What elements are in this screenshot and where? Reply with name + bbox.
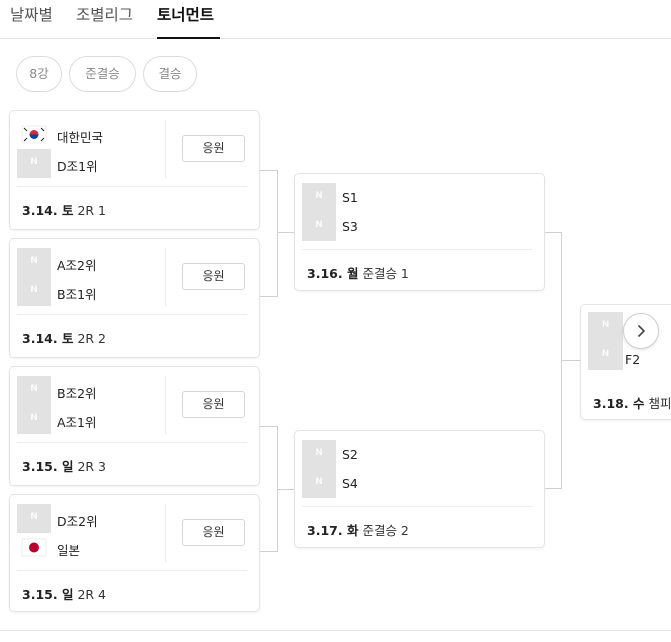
placeholder-flag-icon: N (302, 469, 336, 498)
bracket-connector (260, 426, 278, 552)
placeholder-flag-icon: N (302, 183, 336, 212)
match-card-sf2[interactable]: N S2 N S4 3.17. 화 준결승 2 (294, 430, 545, 548)
cheer-button[interactable]: 응원 (182, 391, 245, 418)
match-card-qf2[interactable]: N A조2위 N B조1위 응원 3.14. 토 2R 2 (9, 238, 260, 358)
korea-flag-icon (17, 120, 51, 149)
match-date: 3.17. 화 준결승 2 (307, 523, 409, 538)
team-name: D조2위 (57, 514, 98, 529)
match-card-qf3[interactable]: N B조2위 N A조1위 응원 3.15. 일 2R 3 (9, 366, 260, 486)
match-card-qf1[interactable]: 대한민국 N D조1위 응원 3.14. 토 2R 1 (9, 110, 260, 230)
match-date: 3.15. 일 2R 4 (22, 587, 107, 602)
filter-quarterfinal[interactable]: 8강 (16, 56, 62, 92)
team-name: S1 (342, 190, 358, 205)
match-card-sf1[interactable]: N S1 N S3 3.16. 월 준결승 1 (294, 173, 545, 291)
match-date: 3.15. 일 2R 3 (22, 459, 107, 474)
divider (17, 570, 247, 571)
bracket-connector (277, 489, 294, 490)
chevron-right-icon (637, 324, 646, 338)
placeholder-flag-icon: N (17, 149, 51, 178)
placeholder-flag-icon: N (588, 341, 623, 370)
filter-final[interactable]: 결승 (143, 56, 197, 92)
match-card-final[interactable]: N N F2 3.18. 수 챔피 (580, 304, 671, 420)
team-name: B조1위 (57, 287, 97, 302)
team-name: A조1위 (57, 415, 97, 430)
placeholder-flag-icon: N (17, 277, 51, 306)
tab-group-league[interactable]: 조별리그 (76, 6, 134, 24)
match-date: 3.14. 토 2R 2 (22, 331, 107, 346)
match-date: 3.16. 월 준결승 1 (307, 266, 409, 281)
tab-tournament[interactable]: 토너먼트 (157, 4, 220, 39)
divider (165, 504, 166, 562)
divider (17, 442, 247, 443)
divider (165, 376, 166, 434)
bracket-connector (545, 232, 562, 489)
tab-bar: 날짜별 조별리그 토너먼트 (0, 0, 671, 39)
placeholder-flag-icon: N (302, 440, 336, 469)
bracket-connector (561, 360, 580, 361)
team-name: F2 (625, 352, 641, 367)
divider (302, 249, 532, 250)
team-name: B조2위 (57, 386, 97, 401)
placeholder-flag-icon: N (17, 248, 51, 277)
team-name: 대한민국 (57, 130, 104, 145)
divider (165, 248, 166, 306)
team-name: A조2위 (57, 258, 97, 273)
filter-semifinal[interactable]: 준결승 (69, 56, 136, 92)
match-date: 3.18. 수 챔피 (593, 396, 671, 411)
team-name: D조1위 (57, 159, 98, 174)
cheer-button[interactable]: 응원 (182, 263, 245, 290)
bracket-connector (260, 170, 278, 297)
placeholder-flag-icon: N (588, 312, 623, 341)
bottom-divider (0, 630, 671, 631)
cheer-button[interactable]: 응원 (182, 519, 245, 546)
next-arrow-button[interactable] (623, 313, 659, 349)
tab-by-date[interactable]: 날짜별 (10, 6, 53, 24)
team-name: 일본 (57, 543, 81, 558)
placeholder-flag-icon: N (302, 212, 336, 241)
team-name: S3 (342, 219, 358, 234)
placeholder-flag-icon: N (17, 504, 51, 533)
placeholder-flag-icon: N (17, 405, 51, 434)
divider (302, 506, 532, 507)
team-name: S4 (342, 476, 358, 491)
divider (17, 186, 247, 187)
divider (17, 314, 247, 315)
match-date: 3.14. 토 2R 1 (22, 203, 107, 218)
divider (165, 120, 166, 178)
cheer-button[interactable]: 응원 (182, 135, 245, 162)
match-card-qf4[interactable]: N D조2위 일본 응원 3.15. 일 2R 4 (9, 494, 260, 612)
japan-flag-icon (17, 533, 51, 562)
bracket-connector (277, 232, 294, 233)
team-name: S2 (342, 447, 358, 462)
placeholder-flag-icon: N (17, 376, 51, 405)
